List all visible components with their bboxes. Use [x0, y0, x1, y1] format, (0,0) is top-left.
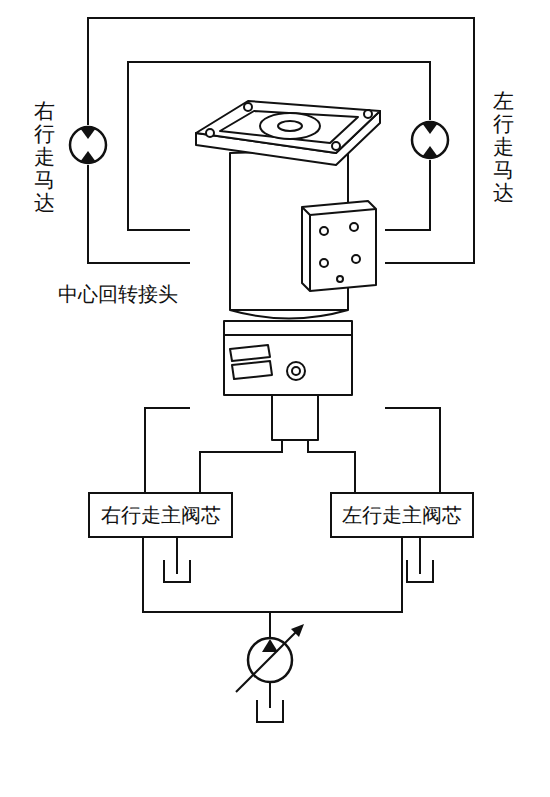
- flange-top: [196, 101, 380, 153]
- center-swivel-joint: 中心回转接头: [190, 95, 385, 440]
- hydraulic-line: [88, 165, 190, 263]
- swivel-joint-drawing: [190, 95, 385, 440]
- pump-outlet-line: [269, 612, 271, 638]
- flange-bore: [278, 121, 302, 131]
- pump-symbol: [236, 624, 304, 692]
- variable-arrow: [236, 628, 300, 692]
- hydraulic-line: [200, 440, 282, 492]
- hydraulic-line: [385, 408, 440, 492]
- travel-motor: 左行走马达: [410, 120, 450, 160]
- tank-symbol: [164, 560, 190, 582]
- flange-recess: [220, 111, 358, 143]
- lower-port-ring: [287, 362, 305, 380]
- travel-motor: 右行走马达: [68, 125, 108, 165]
- lower-section: [224, 321, 352, 395]
- lower-port-bore: [292, 367, 300, 375]
- port-block: [302, 201, 376, 291]
- motor-circle: [412, 122, 448, 158]
- flange-boss: [260, 113, 320, 139]
- lower-band: [224, 334, 352, 336]
- tank-return-line: [176, 538, 178, 574]
- pump-triangle: [262, 639, 278, 652]
- part-label: 中心回转接头: [58, 281, 178, 308]
- port-hole: [350, 223, 358, 231]
- tank-return-line: [419, 538, 421, 574]
- tank-symbol: [257, 700, 283, 722]
- bolt-hole: [206, 129, 214, 137]
- motor-symbol: [68, 125, 108, 165]
- hydraulic-line: [385, 160, 430, 230]
- motor-triangle: [80, 151, 96, 162]
- bottom-fitting: [272, 395, 318, 440]
- main-valve-spool: 右行走主阀芯: [88, 492, 233, 538]
- hydraulic-line: [145, 408, 190, 492]
- port-block-edge: [302, 207, 376, 291]
- supply-lines: [143, 538, 433, 722]
- valve-label: 左行走主阀芯: [342, 502, 462, 529]
- main-valve-spool: 左行走主阀芯: [330, 492, 474, 538]
- swivel-edge: [230, 310, 348, 319]
- motor-circle: [70, 127, 106, 163]
- lower-port: [232, 361, 272, 379]
- port-hole: [320, 227, 328, 235]
- pump-suction-line: [269, 682, 271, 708]
- swivel-body: [196, 101, 380, 440]
- hydraulic-line: [308, 440, 355, 492]
- pump-circle: [248, 638, 292, 682]
- lower-port: [230, 345, 270, 361]
- motor-symbol: [410, 120, 450, 160]
- port-hole: [352, 255, 360, 263]
- bolt-hole: [332, 142, 340, 150]
- motor-label: 右行走马达: [34, 100, 55, 215]
- bolt-hole: [364, 110, 372, 118]
- port-hole: [337, 276, 343, 282]
- port-hole: [320, 259, 328, 267]
- tank-symbol: [407, 560, 433, 582]
- motor-label: 左行走马达: [493, 90, 514, 205]
- motor-triangle: [80, 128, 96, 139]
- variable-arrowhead: [291, 624, 304, 637]
- motor-triangle: [422, 123, 438, 134]
- motor-triangle: [422, 146, 438, 157]
- pump-supply-line: [143, 538, 402, 612]
- valve-label: 右行走主阀芯: [101, 502, 221, 529]
- bolt-hole: [244, 103, 252, 111]
